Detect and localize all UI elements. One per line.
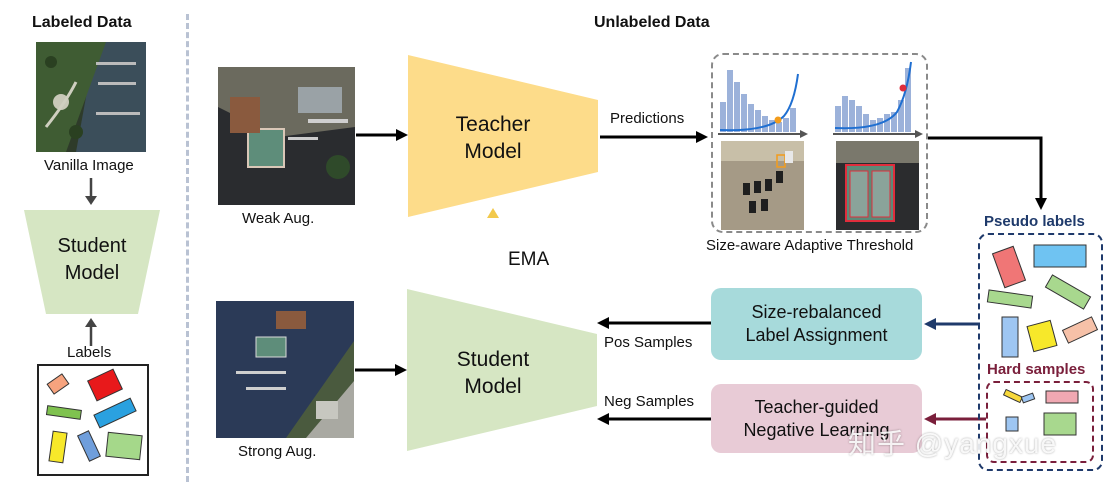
arrow-neg-to-student (597, 413, 711, 425)
student-model-label: Student Model (456, 348, 530, 398)
label-assignment-text: Size-rebalanced Label Assignment (745, 302, 888, 345)
teacher-model-shape (408, 55, 598, 217)
labels-caption: Labels (67, 344, 112, 361)
arrow-pseudo-to-assignment (924, 318, 980, 330)
arrow-hard-to-negative (924, 413, 986, 425)
pseudo-labels-panel (978, 233, 1103, 471)
unlabeled-data-title: Unlabeled Data (594, 14, 710, 31)
arrow-pos-to-student (597, 317, 711, 329)
ema-label: EMA (508, 249, 550, 270)
pos-samples-label: Pos Samples (604, 334, 693, 351)
arrow-predictions (600, 131, 708, 143)
arrow-weak-to-teacher (356, 129, 408, 141)
section-divider (186, 14, 189, 482)
label-assignment-box: Size-rebalanced Label Assignment (711, 288, 922, 360)
left-student-model-label: Student Model (57, 235, 127, 284)
negative-learning-text: Teacher-guided Negative Learning (743, 396, 890, 440)
arrow-strong-to-student (355, 364, 407, 376)
histogram-right (833, 61, 923, 138)
histogram-left (718, 70, 808, 138)
negative-learning-box: Teacher-guided Negative Learning (711, 384, 922, 453)
left-student-model-shape (24, 210, 160, 314)
watermark: 知乎 @yangxue (848, 428, 1058, 459)
ema-arrow (487, 208, 499, 298)
weak-aug-image (218, 67, 355, 205)
hard-samples-title: Hard samples (987, 361, 1086, 378)
teacher-model-label: Teacher Model (455, 113, 531, 163)
strong-aug-image (216, 301, 354, 438)
threshold-image-left (721, 141, 804, 230)
threshold-panel (711, 53, 928, 233)
arrow-down-to-student (85, 178, 97, 205)
weak-aug-caption: Weak Aug. (242, 210, 315, 227)
student-model-shape (407, 289, 597, 451)
arrow-threshold-to-pseudo (928, 136, 1047, 210)
labels-box (37, 364, 149, 476)
vanilla-image-caption: Vanilla Image (44, 157, 134, 174)
vanilla-image (36, 42, 146, 152)
threshold-image-right (836, 141, 919, 230)
threshold-caption: Size-aware Adaptive Threshold (706, 237, 914, 254)
predictions-label: Predictions (610, 110, 685, 127)
neg-samples-label: Neg Samples (604, 393, 695, 410)
arrow-up-from-labels (85, 318, 97, 346)
labeled-data-title: Labeled Data (32, 14, 132, 31)
pseudo-labels-title: Pseudo labels (984, 213, 1085, 230)
hard-samples-panel (986, 381, 1094, 463)
strong-aug-caption: Strong Aug. (238, 443, 317, 460)
